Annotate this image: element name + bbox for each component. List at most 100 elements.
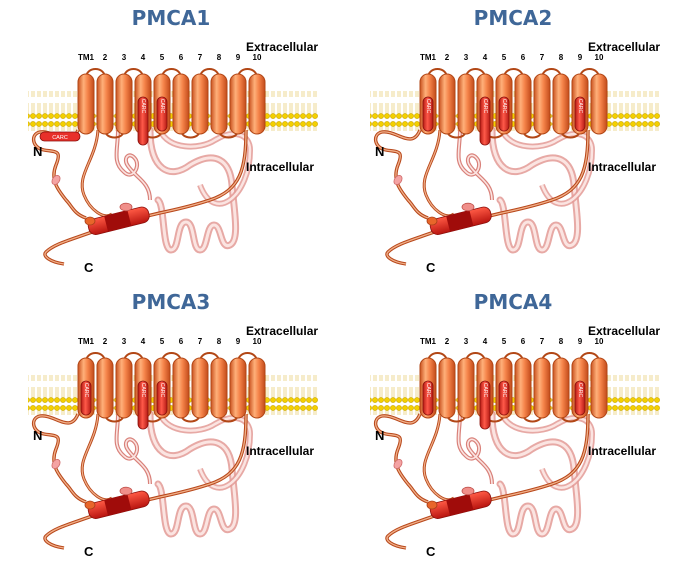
tm-helix-8 (552, 357, 570, 419)
n-terminal-bead (393, 459, 403, 469)
tm-label-2: 2 (444, 53, 450, 62)
tm-label-9: 9 (235, 337, 241, 346)
calmodulin-binding-domain (429, 490, 492, 519)
tm-label-7: 7 (539, 53, 545, 62)
tm-label-6: 6 (178, 53, 184, 62)
pmca-topology-diagram: CARC CARC CARC (28, 68, 318, 266)
tm-helix-7 (191, 357, 209, 419)
tm-helix-2 (438, 73, 456, 135)
n-terminus-label: N (375, 428, 385, 443)
tm-label-2: 2 (444, 337, 450, 346)
tm-label-2: 2 (102, 337, 108, 346)
carc-motif-tm1: CARC (80, 380, 92, 416)
tm-label-1: TM1 (78, 337, 94, 346)
n-terminal-carc: CARC (39, 131, 81, 142)
carc-motif-tm5: CARC (498, 96, 510, 132)
n-terminus-label: N (375, 144, 385, 159)
tm-label-2: 2 (102, 53, 108, 62)
calmodulin-binding-domain (87, 490, 150, 519)
carc-text: CARC (501, 99, 507, 114)
carc-text: CARC (159, 383, 165, 398)
tm-label-5: 5 (159, 53, 165, 62)
tm-helix-10 (248, 357, 266, 419)
intracellular-label: Intracellular (246, 160, 315, 174)
tm-label-10: 10 (594, 53, 604, 62)
tm-helix-3 (457, 73, 475, 135)
tm-helix-9 (229, 73, 247, 135)
tm-helix-10 (248, 73, 266, 135)
tm-label-7: 7 (197, 53, 203, 62)
domain-bead-pink (119, 202, 133, 212)
tm-label-1: TM1 (78, 53, 94, 62)
tm-helix-3 (115, 73, 133, 135)
n-terminal-bead (51, 459, 61, 469)
carc-text: CARC (577, 383, 583, 398)
isoform-title: PMCA3 (131, 290, 211, 314)
carc-motif-tm4: CARC (137, 96, 149, 146)
carc-motif-tm1: CARC (422, 96, 434, 132)
carc-motif-tm5: CARC (498, 380, 510, 416)
tm-helix-3 (457, 357, 475, 419)
extracellular-label: Extracellular (588, 40, 661, 54)
isoform-title: PMCA2 (473, 6, 553, 30)
intracellular-label: Intracellular (246, 444, 315, 458)
cytoplasmic-loop-tm2-tm3 (80, 413, 113, 502)
tm-label-9: 9 (235, 53, 241, 62)
tm-label-4: 4 (140, 53, 146, 62)
extracellular-label: Extracellular (588, 324, 661, 338)
tm-label-10: 10 (594, 337, 604, 346)
tm-label-5: 5 (501, 337, 507, 346)
svg-text:CARC: CARC (52, 135, 68, 141)
tm-label-9: 9 (577, 337, 583, 346)
domain-bead-small (84, 216, 96, 226)
carc-text: CARC (577, 99, 583, 114)
tm-helix-10 (590, 357, 608, 419)
tm-label-1: TM1 (420, 53, 436, 62)
tm-helix-8 (210, 357, 228, 419)
tm-helix-7 (191, 73, 209, 135)
carc-text: CARC (425, 383, 431, 398)
tm-label-4: 4 (482, 337, 488, 346)
isoform-title: PMCA1 (131, 6, 211, 30)
carc-motif-tm1: CARC (422, 380, 434, 416)
domain-bead-pink (461, 486, 475, 496)
c-terminus-label: C (426, 260, 436, 275)
tm-helix-8 (552, 73, 570, 135)
tm-label-6: 6 (178, 337, 184, 346)
tm-label-4: 4 (140, 337, 146, 346)
domain-bead-small (426, 216, 438, 226)
tm-helix-9 (229, 357, 247, 419)
n-terminus-label: N (33, 144, 43, 159)
domain-bead-pink (461, 202, 475, 212)
tm-label-5: 5 (501, 53, 507, 62)
cytoplasmic-loop-tm2-tm3 (422, 413, 455, 502)
carc-text: CARC (425, 99, 431, 114)
carc-motif-tm4: CARC (137, 380, 149, 430)
carc-text: CARC (83, 383, 89, 398)
carc-motif-tm5: CARC (156, 380, 168, 416)
carc-text: CARC (159, 99, 165, 114)
tm-helix-7 (533, 357, 551, 419)
tm-helix-6 (514, 73, 532, 135)
tm-helix-10 (590, 73, 608, 135)
tm-label-4: 4 (482, 53, 488, 62)
cytoplasmic-loop-tm2-tm3 (422, 129, 455, 218)
tm-label-3: 3 (463, 53, 469, 62)
carc-motifs: CARC CARC (137, 96, 168, 146)
domain-bead-small (84, 500, 96, 510)
calmodulin-binding-domain (429, 206, 492, 235)
n-terminal-bead (51, 175, 61, 185)
tm-helix-2 (438, 357, 456, 419)
intracellular-label: Intracellular (588, 444, 657, 458)
c-terminus-label: C (426, 544, 436, 559)
n-terminal-bead (393, 175, 403, 185)
tm-label-8: 8 (216, 337, 222, 346)
tm-label-5: 5 (159, 337, 165, 346)
tm-label-7: 7 (197, 337, 203, 346)
